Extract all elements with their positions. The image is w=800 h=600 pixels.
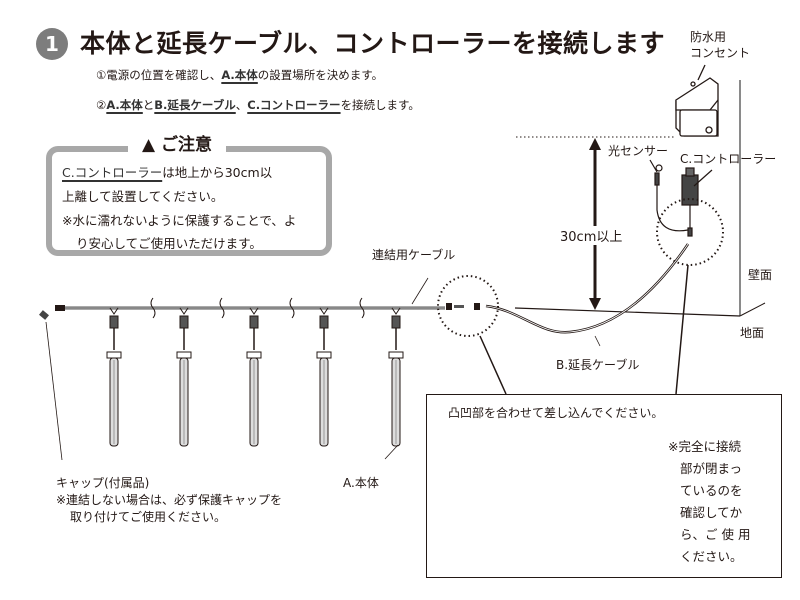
extension-cable: [485, 243, 690, 334]
detail-note-line: ら、ご 使 用: [680, 527, 751, 542]
detail-note: ※完全に接続 部が閉まっ ているのを 確認してか ら、ご 使 用 ください。: [668, 436, 750, 568]
waterproof-outlet-icon: [675, 64, 719, 137]
cap-icon: [39, 310, 63, 461]
main-unit-ref: A.本体: [221, 68, 258, 82]
main-unit-tube: [388, 307, 404, 447]
caution-line-1-rest: は地上から30cm以: [162, 165, 273, 180]
step-number-badge: 1: [36, 28, 68, 60]
caution-line-2: 上離して設置してください。: [62, 189, 224, 204]
connector-zoom-circle: [437, 275, 499, 337]
instruction-1: ①電源の位置を確認し、A.本体の設置場所を決めます。: [96, 67, 383, 83]
controller-icon: [681, 167, 713, 237]
main-unit-tubes: [106, 307, 404, 447]
caution-line-3: ※水に濡れないように保護することで、よ: [62, 213, 297, 228]
light-sensor-icon: [649, 159, 689, 232]
height-arrow-icon: [589, 138, 601, 310]
outlet-label-2: コンセント: [690, 46, 751, 60]
caution-title: ご注意: [161, 135, 212, 155]
detail-note-line: ください。: [680, 549, 743, 564]
conjunction: と: [142, 98, 155, 112]
extension-cable-label: B.延長ケーブル: [556, 358, 640, 372]
controller-leader: [675, 264, 689, 395]
instruction-2: ②A.本体とB.延長ケーブル、C.コントローラーを接続します。: [96, 97, 420, 113]
extension-cable-leader: [594, 335, 601, 347]
instruction-1-suffix: の設置場所を決めます。: [257, 68, 384, 82]
ground-line: [514, 307, 741, 317]
controller-zoom-circle: [656, 198, 724, 266]
main-unit-tube: [316, 307, 332, 447]
page-title: 本体と延長ケーブル、コントローラーを接続します: [80, 29, 666, 58]
detail-note-line: 部が閉まっ: [680, 461, 743, 476]
caution-line-1: C.コントローラーは地上から30cm以: [62, 162, 272, 181]
link-cable-label: 連結用ケーブル: [372, 248, 456, 262]
ground-corner-line: [739, 302, 766, 317]
controller-ref: C.コントローラー: [62, 165, 163, 180]
detail-note-line: 確認してか: [680, 505, 743, 520]
cable-break-marks: [150, 297, 365, 319]
main-unit-tube: [176, 307, 192, 447]
cap-label: キャップ(付属品): [56, 476, 150, 490]
main-unit-label: A.本体: [343, 476, 379, 490]
warning-icon: ▲: [142, 135, 156, 155]
main-unit-tube: [246, 307, 262, 447]
outlet-label-1: 防水用: [690, 30, 727, 44]
detail-heading: 凸凹部を合わせて差し込んでください。: [448, 406, 664, 420]
light-sensor-label: 光センサー: [608, 144, 669, 158]
controller-label: C.コントローラー: [680, 152, 777, 166]
connector-icon: [446, 303, 480, 310]
connector-leader: [479, 335, 507, 395]
cap-note-1: ※連結しない場合は、必ず保護キャップを: [56, 493, 283, 507]
main-unit-tube: [106, 307, 122, 447]
ground-label: 地面: [740, 326, 765, 340]
link-cable: [55, 305, 445, 311]
instruction-2-prefix: ②: [96, 98, 107, 112]
link-cable-leader: [411, 277, 429, 305]
main-unit-ref: A.本体: [106, 98, 143, 112]
height-label: 30cm以上: [560, 226, 623, 245]
main-unit-leader: [384, 444, 399, 460]
caution-heading: ▲ ご注意: [128, 130, 226, 155]
detail-note-line: ているのを: [680, 483, 743, 498]
connection-detail-box: [426, 394, 782, 578]
detail-note-line: ※完全に接続: [668, 439, 741, 454]
instruction-2-suffix: を接続します。: [340, 98, 420, 112]
instruction-1-prefix: ①電源の位置を確認し、: [96, 68, 222, 82]
caution-line-4: り安心してご使用いただけます。: [76, 236, 262, 251]
controller-ref: C.コントローラー: [247, 98, 341, 112]
wall-label: 壁面: [748, 268, 773, 282]
extension-cable-ref: B.延長ケーブル: [154, 98, 236, 112]
comma: 、: [235, 98, 248, 112]
cap-note-2: 取り付けてご使用ください。: [70, 510, 227, 524]
